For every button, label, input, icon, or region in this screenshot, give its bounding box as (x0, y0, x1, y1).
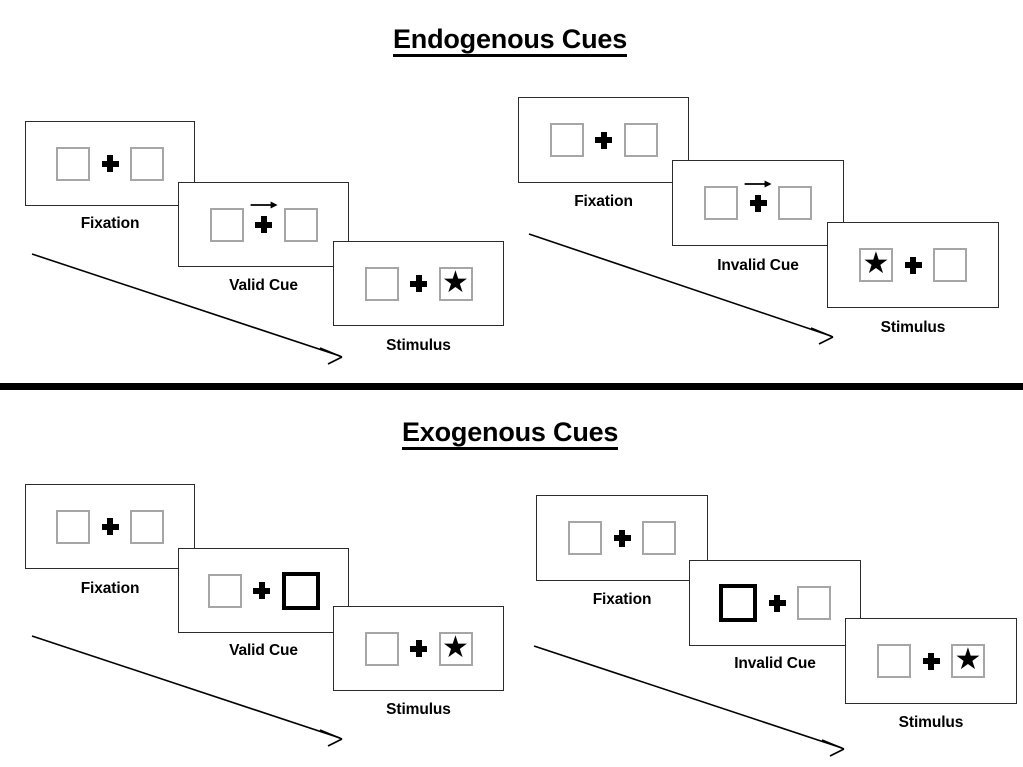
left-placeholder-box (704, 186, 738, 220)
frame-label-stimulus: Stimulus (386, 701, 451, 718)
fixation-cross-wrap (602, 529, 642, 547)
left-placeholder-box (209, 207, 244, 242)
star-icon: ★ (442, 630, 469, 664)
right-placeholder-box (623, 123, 658, 157)
frame-label-valid-cue: Valid Cue (229, 277, 298, 294)
right-arrow-icon (744, 180, 772, 187)
fixation-cross-wrap (90, 518, 130, 535)
section-divider (0, 383, 1023, 390)
fixation-cross-icon (768, 594, 786, 612)
fixation-cross-icon (904, 256, 922, 274)
left-placeholder-box (364, 266, 399, 301)
fixation-cross-icon (410, 640, 427, 657)
star-icon: ★ (954, 643, 982, 676)
fixation-cross-icon (255, 216, 272, 233)
time-arrow-endogenous-invalid (528, 233, 834, 345)
section-title-endogenous: Endogenous Cues (393, 26, 627, 57)
left-placeholder-box (56, 146, 90, 181)
section-title-exogenous: Exogenous Cues (402, 419, 618, 450)
fixation-cross-icon (410, 275, 427, 292)
fixation-cross-wrap (242, 582, 282, 599)
fixation-cross-wrap (90, 155, 130, 172)
trial-frame-valid-cue (178, 548, 349, 633)
left-cued-box (719, 584, 757, 622)
trial-frame-fixation (536, 495, 708, 581)
left-placeholder-box (877, 644, 911, 678)
fixation-cross-wrap (893, 256, 933, 274)
fixation-cross-icon (253, 582, 270, 599)
fixation-cross-icon (922, 652, 940, 670)
right-placeholder-box (933, 248, 967, 282)
trial-frame-stimulus: ★ (845, 618, 1017, 704)
frame-label-stimulus: Stimulus (898, 714, 964, 731)
fixation-cross-wrap (399, 640, 439, 657)
fixation-cross-icon (101, 155, 119, 172)
right-placeholder-box (283, 207, 318, 242)
right-placeholder-box (778, 186, 812, 220)
fixation-cross-icon (749, 194, 767, 212)
fixation-cross-icon (595, 131, 612, 149)
frame-label-valid-cue: Valid Cue (229, 642, 298, 659)
fixation-cross-wrap (584, 131, 624, 149)
trial-frame-stimulus: ★ (827, 222, 999, 308)
right-arrow-icon (250, 201, 278, 209)
trial-frame-fixation (518, 97, 689, 183)
right-placeholder-box (642, 521, 676, 555)
left-placeholder-box (568, 521, 602, 555)
right-placeholder-box (130, 146, 164, 181)
trial-frame-invalid-cue (672, 160, 844, 246)
star-icon: ★ (862, 247, 890, 280)
left-target-box: ★ (859, 248, 893, 282)
right-cued-box (281, 571, 320, 610)
trial-frame-valid-cue (178, 182, 349, 267)
frame-label-invalid-cue: Invalid Cue (734, 655, 816, 672)
fixation-cross-wrap (399, 275, 439, 292)
left-placeholder-box (56, 509, 90, 544)
trial-frame-stimulus: ★ (333, 241, 504, 326)
trial-frame-fixation (25, 121, 195, 206)
right-target-box: ★ (438, 265, 473, 301)
trial-frame-stimulus: ★ (333, 606, 504, 691)
left-placeholder-box (364, 631, 399, 666)
fixation-cross-wrap (911, 652, 951, 670)
right-target-box: ★ (438, 630, 473, 666)
star-icon: ★ (442, 265, 469, 299)
frame-label-stimulus: Stimulus (386, 337, 451, 354)
fixation-cross-wrap (244, 201, 284, 233)
right-target-box: ★ (951, 644, 985, 678)
frame-label-stimulus: Stimulus (880, 319, 946, 336)
trial-frame-invalid-cue (689, 560, 861, 646)
fixation-cross-icon (613, 529, 631, 547)
trial-frame-fixation (25, 484, 195, 569)
frame-label-invalid-cue: Invalid Cue (717, 257, 799, 274)
right-placeholder-box (797, 586, 831, 620)
fixation-cross-wrap (738, 180, 778, 212)
right-placeholder-box (130, 509, 164, 544)
frame-label-fixation: Fixation (592, 591, 652, 608)
frame-label-fixation: Fixation (80, 215, 140, 232)
frame-label-fixation: Fixation (574, 193, 633, 210)
left-placeholder-box (207, 573, 242, 608)
fixation-cross-icon (101, 518, 119, 535)
frame-label-fixation: Fixation (80, 580, 140, 597)
left-placeholder-box (549, 123, 584, 157)
fixation-cross-wrap (757, 594, 797, 612)
